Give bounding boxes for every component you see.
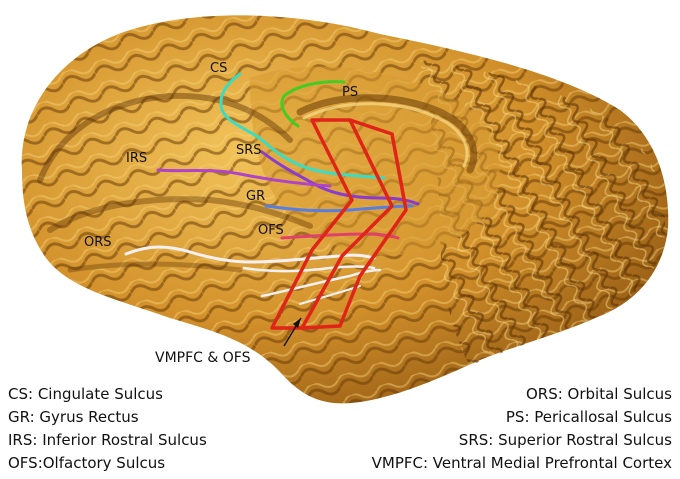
legend-item-cs: CS: Cingulate Sulcus — [8, 385, 163, 403]
legend-row: IRS: Inferior Rostral Sulcus SRS: Superi… — [8, 431, 672, 449]
label-ors: ORS — [84, 235, 112, 250]
label-ps: PS — [342, 85, 358, 100]
pointer-caption: VMPFC & OFS — [155, 350, 250, 366]
legend-item-ps: PS: Pericallosal Sulcus — [506, 408, 672, 426]
legend-row: OFS:Olfactory Sulcus VMPFC: Ventral Medi… — [8, 454, 672, 472]
legend-item-srs: SRS: Superior Rostral Sulcus — [459, 431, 672, 449]
label-irs: IRS — [126, 151, 147, 166]
legend-item-ors: ORS: Orbital Sulcus — [526, 385, 672, 403]
label-gr: GR — [246, 189, 265, 204]
legend-item-irs: IRS: Inferior Rostral Sulcus — [8, 431, 207, 449]
label-srs: SRS — [236, 143, 262, 158]
legend-row: GR: Gyrus Rectus PS: Pericallosal Sulcus — [8, 408, 672, 426]
legend-item-gr: GR: Gyrus Rectus — [8, 408, 139, 426]
legend-item-ofs: OFS:Olfactory Sulcus — [8, 454, 165, 472]
legend-item-vmpfc: VMPFC: Ventral Medial Prefrontal Cortex — [372, 454, 672, 472]
label-cs: CS — [210, 61, 227, 76]
label-ofs: OFS — [258, 223, 284, 238]
legend-row: CS: Cingulate Sulcus ORS: Orbital Sulcus — [8, 385, 672, 403]
